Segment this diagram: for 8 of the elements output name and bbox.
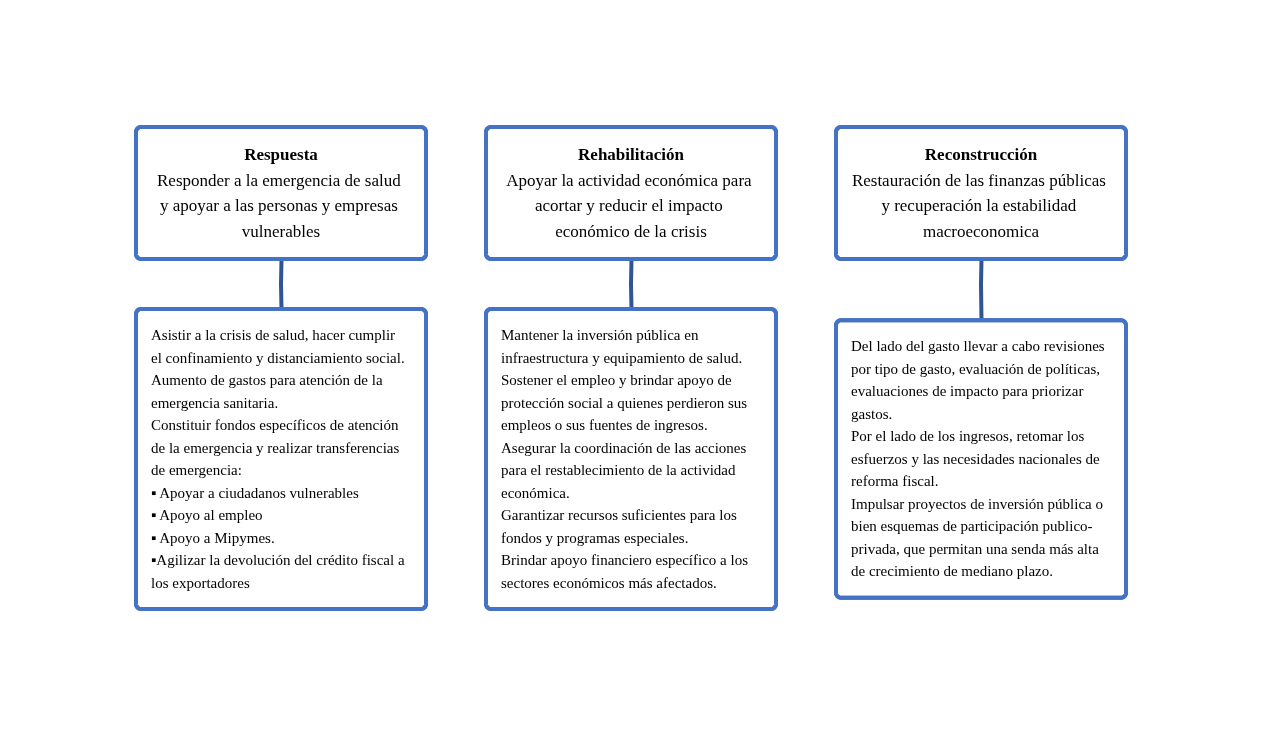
node-text: Mantener la inversión pública en infraestructura y equipamiento de salud. Sostener el empleo y brindar apoyo de protección social a quienes perdieron sus empleos o sus fuentes de ingresos. Asegurar la coordinación de las acciones para el restablecimiento de la actividad económica. Garantizar recursos suficientes para los fondos y programas especiales. Brindar apoyo financiero específico a los sectores económicos más afectados. [500, 327, 748, 591]
node-text: Respuesta Responder a la emergencia de salud y apoyar a las personas y empresas vulnerables [156, 145, 401, 241]
node-text: Reconstrucción Restauración de las finanzas públicas y recuperación la estabilidad macroeconomica [851, 145, 1106, 241]
node-text: Asistir a la crisis de salud, hacer cumplir el confinamiento y distanciamiento social. Aumento de gastos para atención de la emergencia sanitaria. Constituir fondos específicos de atención de la emergencia y realizar transferencias de emergencia: ▪ Apoyar a ciudadanos vulnerables ▪ Apoyo al empleo ▪ Apoyo a Mipymes. ▪Agilizar la devolución del crédito fiscal a los exportadores [150, 327, 405, 591]
connector [978, 259, 983, 321]
node-text: Rehabilitación Apoyar la actividad económica para acortar y reducir el impacto económico de la crisis [505, 145, 752, 241]
connector [278, 259, 283, 310]
connector [628, 259, 633, 310]
